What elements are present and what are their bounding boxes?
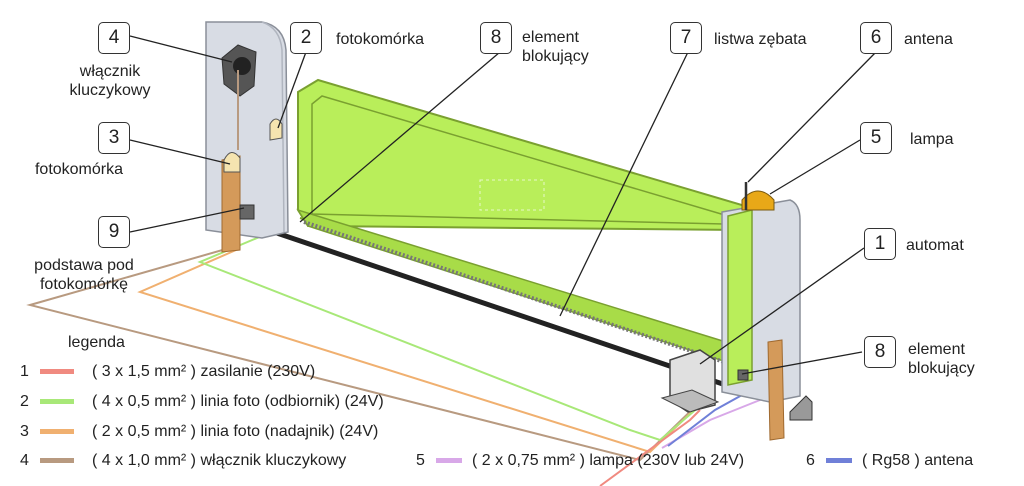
blocking-element-right [737,369,749,381]
label-photocell-base: podstawa pod fotokomórkę [34,257,134,293]
legend-text: ( 4 x 0,5 mm² ) linia foto (odbiornik) (… [92,393,384,410]
label-blocking-element-bottom: element blokujący [908,341,975,377]
legend-text: ( 2 x 0,75 mm² ) lampa (230V lub 24V) [472,452,745,469]
callout-badge-8-bottom: 8 [864,336,896,368]
legend-text: ( 2 x 0,5 mm² ) linia foto (nadajnik) (2… [92,423,379,440]
label-photocell-3: fotokomórka [34,161,124,178]
legend-title: legenda [68,334,125,351]
label-motor: automat [906,237,964,254]
label-blocking-element-top: element blokujący [522,29,589,65]
post-base-icon [239,204,255,220]
legend-num: 1 [20,363,29,380]
callout-badge-4: 4 [98,22,130,54]
legend-item-2: 2 ( 4 x 0,5 mm² ) linia foto (odbiornik) … [20,392,384,412]
legend-swatch-power [40,369,74,375]
callout-badge-1: 1 [864,228,896,260]
label-toothed-rack: listwa zębata [714,31,807,48]
legend-item-6: 6 ( Rg58 ) antena [806,451,973,471]
legend-text: ( 4 x 1,0 mm² ) włącznik kluczykowy [92,452,347,469]
legend-swatch-antenna [826,458,852,464]
legend-item-1: 1 ( 3 x 1,5 mm² ) zasilanie (230V) [20,362,315,382]
toothed-rack [303,220,743,370]
photocell-3-icon [223,152,241,173]
legend-item-3: 3 ( 2 x 0,5 mm² ) linia foto (nadajnik) (… [20,422,378,442]
cable-power [599,409,701,486]
gate-panel [297,78,754,232]
legend-swatch-lamp [436,458,462,464]
legend-item-4: 4 ( 4 x 1,0 mm² ) włącznik kluczykowy [20,451,346,471]
label-photocell-2: fotokomórka [336,31,425,48]
label-lamp: lampa [910,131,954,148]
label-antenna: antena [904,31,953,48]
legend-num: 3 [20,423,29,440]
callout-badge-8-top: 8 [480,22,512,54]
callout-badge-9: 9 [98,216,130,248]
callout-badge-6: 6 [860,22,892,54]
gate-stopper-icon [789,395,813,421]
photocell-post-right [767,339,785,441]
legend-text: ( 3 x 1,5 mm² ) zasilanie (230V) [92,363,316,380]
callout-badge-7: 7 [670,22,702,54]
callout-badge-2: 2 [290,22,322,54]
legend-num: 6 [806,452,815,469]
label-key-switch: włącznik kluczykowy [69,63,151,99]
callout-badge-3: 3 [98,122,130,154]
legend-num: 2 [20,393,29,410]
legend-swatch-key-switch [40,458,74,464]
callout-badge-5: 5 [860,122,892,154]
legend-text: ( Rg58 ) antena [862,452,974,469]
key-switch-icon [221,44,257,150]
legend-num: 5 [416,452,425,469]
legend-item-5: 5 ( 2 x 0,75 mm² ) lampa (230V lub 24V) [416,451,744,471]
legend-num: 4 [20,452,29,469]
legend-swatch-photo-tx [40,429,74,435]
legend-swatch-photo-rx [40,399,74,405]
